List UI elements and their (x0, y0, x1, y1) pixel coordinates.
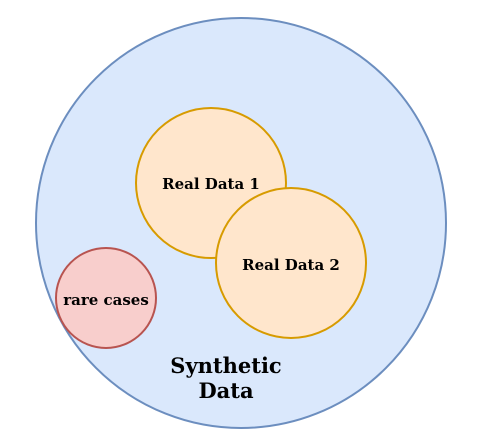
real-data-2-label: Real Data 2 (242, 256, 340, 274)
rare-cases-circle (55, 247, 157, 349)
real-data-1-label: Real Data 1 (162, 175, 260, 193)
synthetic-data-title-line2: Data (198, 378, 254, 403)
real-data-2-circle (215, 187, 367, 339)
rare-cases-label: rare cases (63, 291, 149, 309)
synthetic-data-title-line1: Synthetic (170, 353, 281, 378)
